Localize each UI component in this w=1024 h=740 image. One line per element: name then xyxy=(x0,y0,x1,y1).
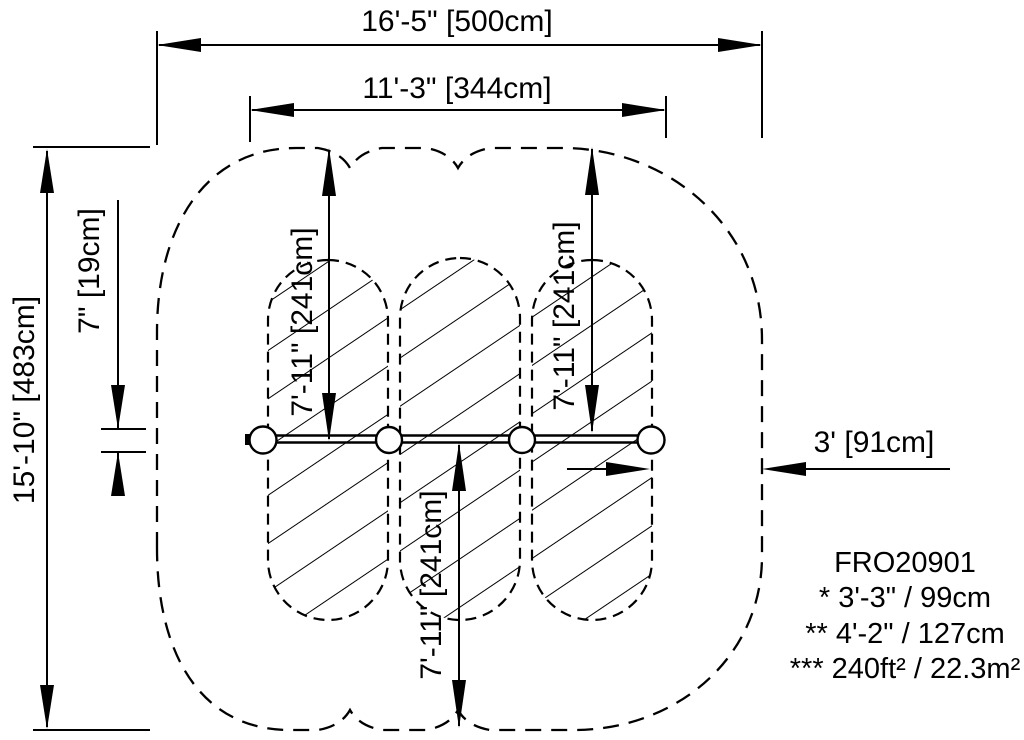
safety-zone-outline xyxy=(155,146,764,732)
dim-beam-offset-label: 7" [19cm] xyxy=(73,208,106,334)
swing-beam xyxy=(245,425,666,455)
product-code: FRO20901 xyxy=(834,547,976,579)
dim-overall-depth-label: 15'-10" [483cm] xyxy=(8,296,41,504)
dim-overall-depth xyxy=(33,146,150,731)
note-critical-height: ** 4'-2" / 127cm xyxy=(805,618,1005,650)
note-fall-height: * 3'-3" / 99cm xyxy=(819,582,991,614)
note-area: *** 240ft² / 22.3m² xyxy=(790,653,1021,685)
arrow-down-icon xyxy=(40,685,54,729)
dim-overall-width xyxy=(156,31,763,145)
arrow-down-icon xyxy=(322,393,336,441)
dim-zone-bottom-label: 7'-11" [241cm] xyxy=(415,490,448,679)
use-zone-bay-2 xyxy=(398,256,522,622)
arrow-down-icon xyxy=(585,385,599,433)
dim-right-clearance xyxy=(567,462,950,476)
arrow-up-icon xyxy=(40,149,54,193)
swing-post-circle-3 xyxy=(507,425,537,455)
dim-zone-top-left-label: 7'-11" [241cm] xyxy=(286,227,319,416)
arrow-left-icon xyxy=(762,462,806,476)
swing-post-circle-1 xyxy=(248,425,278,455)
arrow-up-icon xyxy=(322,148,336,196)
arrow-down-icon xyxy=(452,680,466,728)
arrow-left-icon xyxy=(157,38,201,52)
dim-zone-top-right xyxy=(585,147,599,433)
dim-zone-top-right-label: 7'-11" [241cm] xyxy=(548,221,581,410)
swing-post-circle-4 xyxy=(636,425,666,455)
swing-post-circle-2 xyxy=(374,425,404,455)
dim-overall-width-label: 16'-5" [500cm] xyxy=(361,5,552,38)
dim-inner-width xyxy=(249,96,667,142)
arrow-right-icon xyxy=(718,38,762,52)
notes-block: FRO20901 * 3'-3" / 99cm ** 4'-2" / 127cm… xyxy=(790,547,1021,685)
arrow-right-icon xyxy=(606,462,650,476)
arrow-down-icon xyxy=(111,385,125,429)
arrow-up-icon xyxy=(111,452,125,496)
arrow-right-icon xyxy=(622,103,666,117)
dim-beam-offset xyxy=(101,200,146,496)
dim-inner-width-label: 11'-3" [344cm] xyxy=(362,72,551,105)
dim-zone-bottom xyxy=(452,443,466,728)
arrow-up-icon xyxy=(585,147,599,195)
arrow-up-icon xyxy=(452,443,466,491)
dim-zone-top-left xyxy=(322,148,336,441)
arrow-left-icon xyxy=(250,103,294,117)
dim-right-clearance-label: 3' [91cm] xyxy=(814,426,935,459)
